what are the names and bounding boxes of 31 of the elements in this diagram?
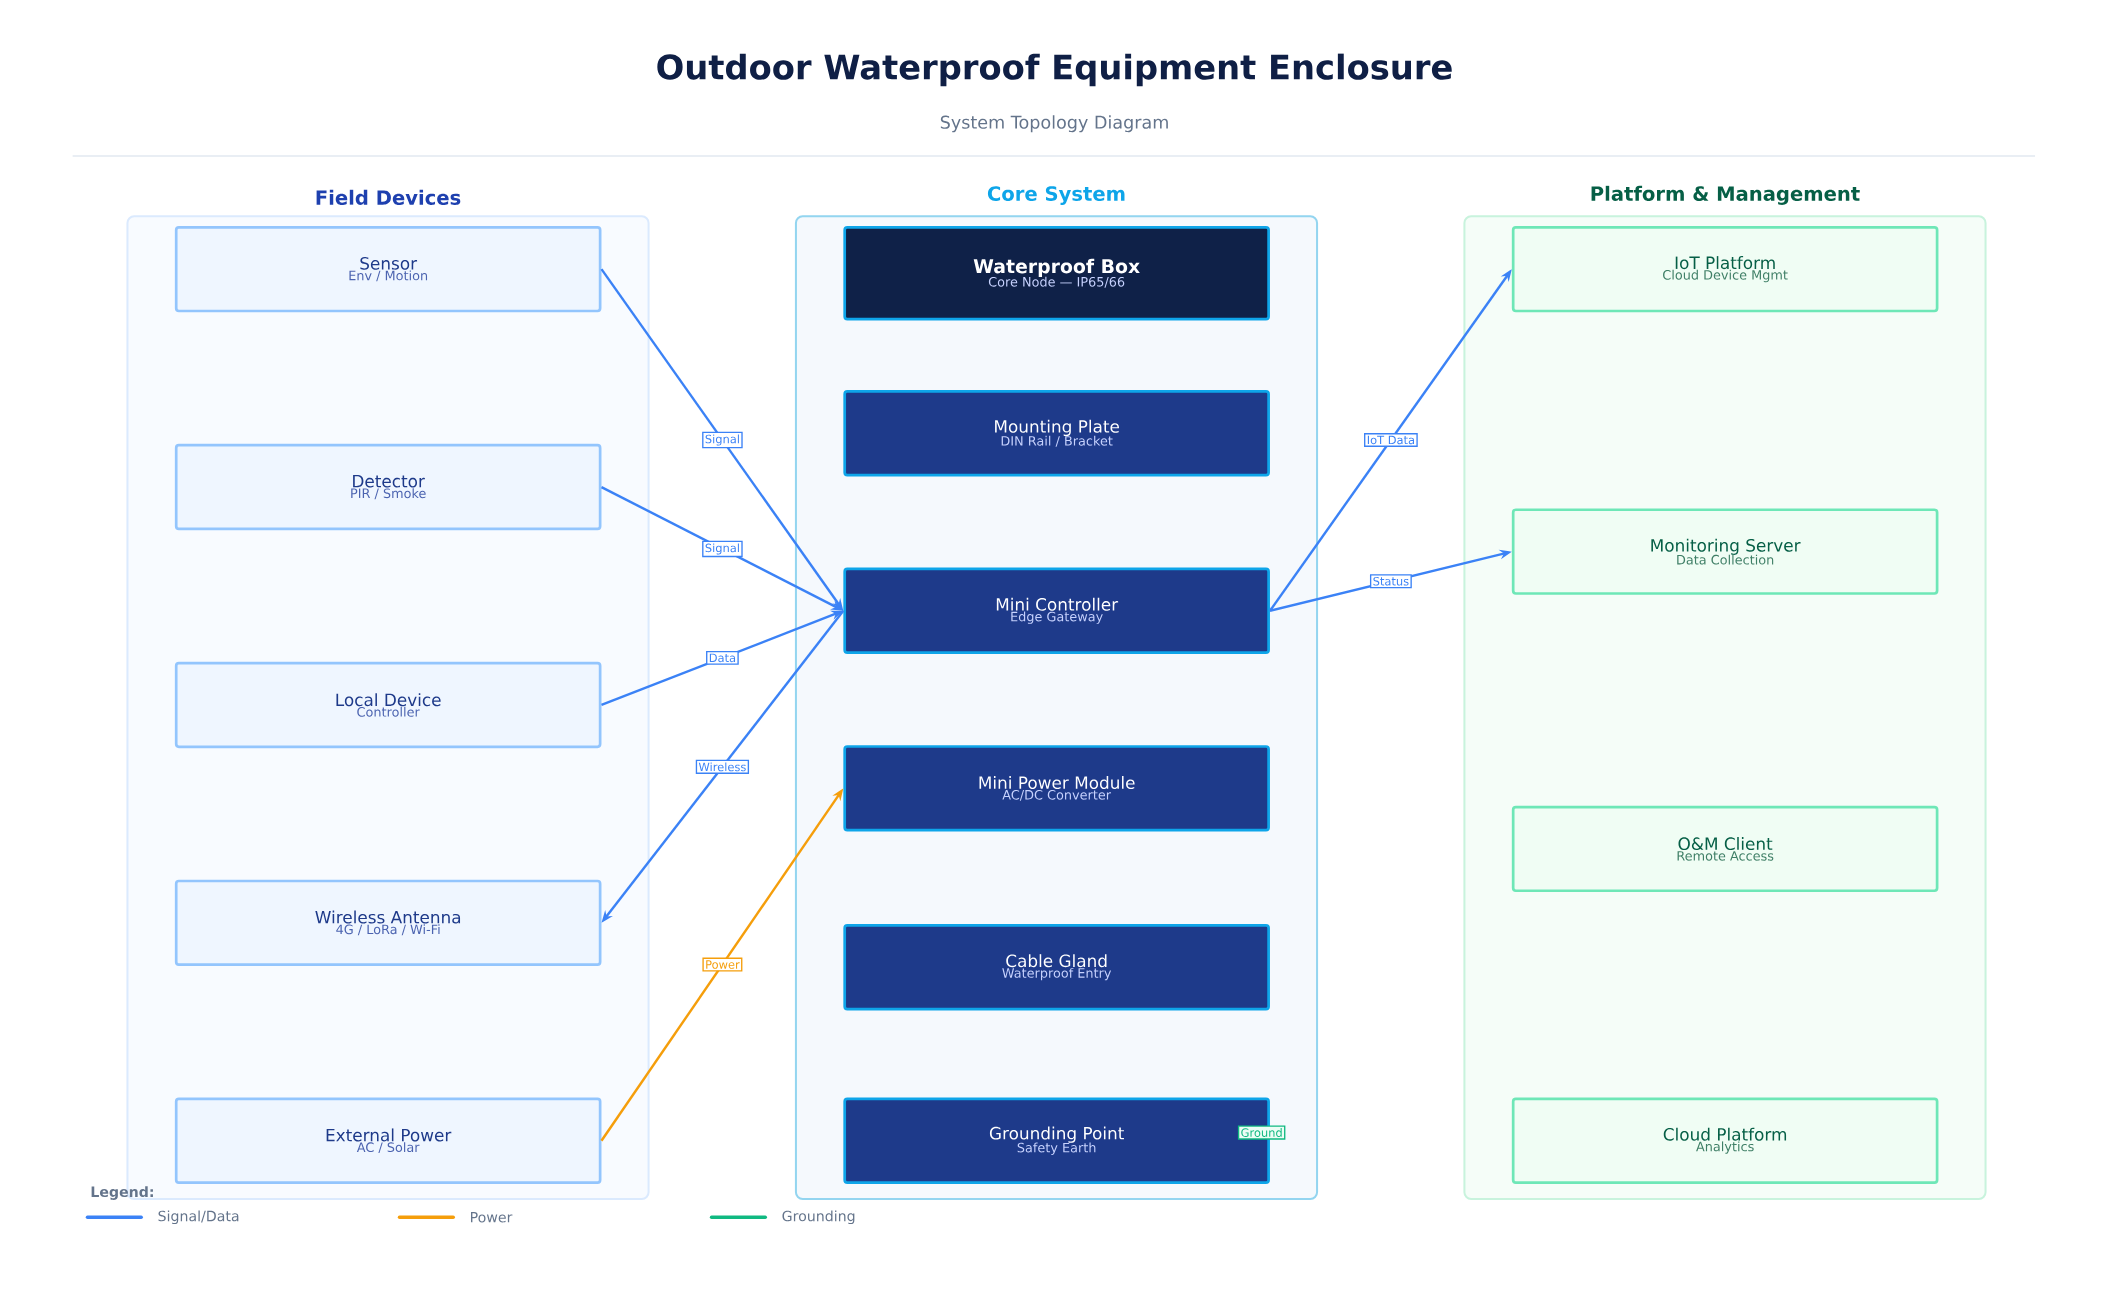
component-box: Mini Power Module AC/DC Converter: [843, 745, 1270, 832]
component-box: Mini Controller Edge Gateway: [843, 567, 1270, 655]
edge-label: Signal: [702, 431, 743, 449]
edge-label: Wireless: [695, 759, 750, 775]
device-box: Sensor Env / Motion: [174, 226, 602, 313]
component-box: Waterproof Box Core Node — IP65/66: [843, 226, 1270, 321]
platform-box: Monitoring Server Data Collection: [1511, 508, 1939, 596]
title: Outdoor Waterproof Equipment Enclosure: [657, 53, 1452, 87]
ground-tag: Ground: [1237, 1125, 1286, 1140]
edge-label: Data: [706, 651, 739, 666]
legend-heading: Legend:: [91, 1186, 153, 1201]
component-box: Mounting Plate DIN Rail / Bracket: [843, 390, 1270, 477]
platform-box: Cloud Platform Analytics: [1511, 1097, 1939, 1185]
node-label: Platform & Management: [1591, 186, 1860, 206]
platform-box: O&M Client Remote Access: [1511, 805, 1939, 893]
component-box: Cable Gland Waterproof Entry: [843, 924, 1270, 1011]
legend-label: Power: [471, 1212, 513, 1223]
legend-label: Grounding: [782, 1210, 855, 1225]
platform-box: IoT Platform Cloud Device Mgmt: [1511, 226, 1939, 313]
edge-label: Status: [1369, 574, 1412, 589]
node-label: Core System: [987, 186, 1125, 206]
node-label: Field Devices: [316, 190, 461, 206]
device-box: Local Device Controller: [174, 662, 602, 749]
edge-label: Signal: [702, 540, 743, 558]
edge-label: IoT Data: [1364, 433, 1418, 448]
edge-label: Power: [702, 957, 743, 972]
subtitle: System Topology Diagram: [940, 115, 1168, 133]
device-box: Detector PIR / Smoke: [174, 444, 602, 531]
device-box: External Power AC / Solar: [174, 1097, 602, 1185]
legend-label: Signal/Data: [158, 1210, 239, 1225]
device-box: Wireless Antenna 4G / LoRa / Wi-Fi: [174, 879, 602, 967]
